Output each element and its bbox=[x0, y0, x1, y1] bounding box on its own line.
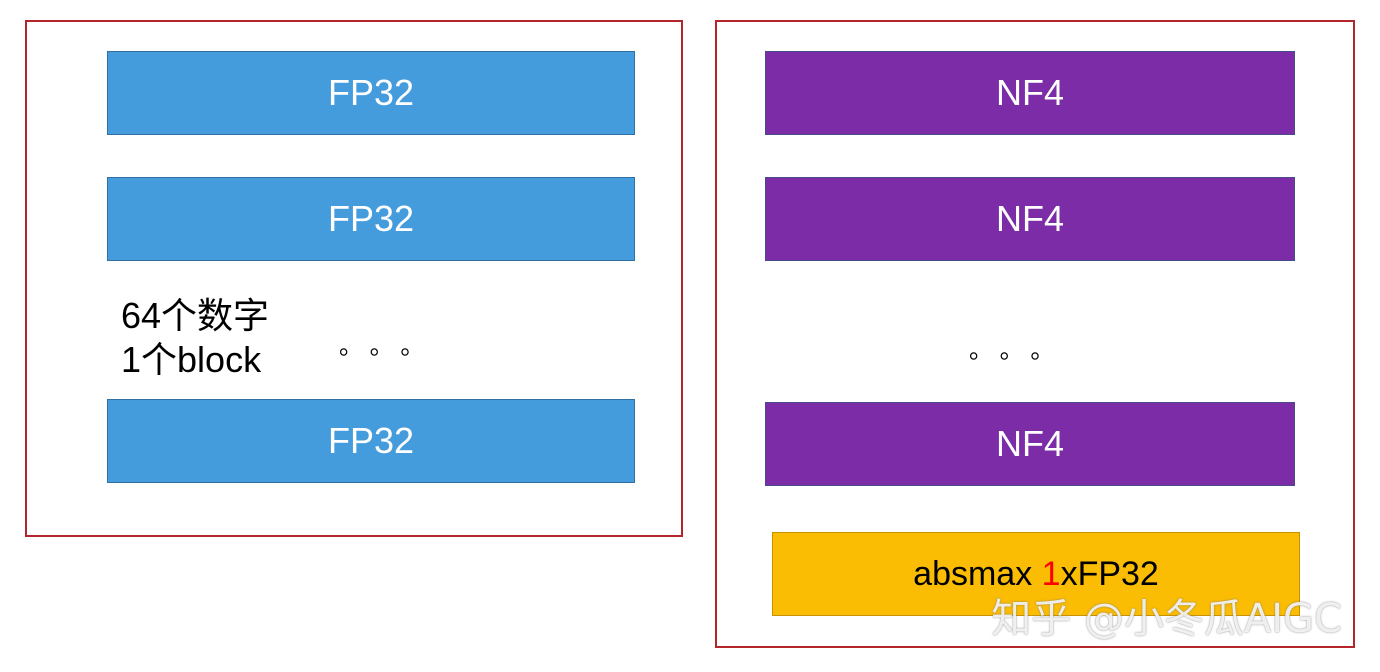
nf4-block-2-label: NF4 bbox=[995, 198, 1064, 239]
nf4-block-1-label: NF4 bbox=[995, 72, 1064, 113]
zhihu-watermark: 知乎 @小冬瓜AIGC bbox=[991, 596, 1342, 642]
nf4-block-3-label: NF4 bbox=[995, 423, 1064, 464]
absmax-prefix: absmax bbox=[913, 554, 1042, 593]
fp32-block-3-label: FP32 bbox=[327, 420, 415, 461]
nf4-block-3: NF4 bbox=[765, 402, 1295, 486]
nf4-block-1: NF4 bbox=[765, 51, 1295, 135]
block-size-note-line2: 1个block bbox=[121, 339, 262, 380]
fp32-panel: FP32 FP32 64个数字 1个block 。 。 。 FP32 bbox=[25, 20, 683, 537]
absmax-count-highlight: 1 bbox=[1041, 554, 1061, 593]
block-size-note-line1: 64个数字 bbox=[121, 295, 270, 336]
nf4-block-2: NF4 bbox=[765, 177, 1295, 261]
block-size-note: 64个数字 1个block bbox=[121, 294, 269, 382]
absmax-suffix: xFP32 bbox=[1060, 554, 1159, 593]
fp32-block-2: FP32 bbox=[107, 177, 635, 261]
fp32-block-3: FP32 bbox=[107, 399, 635, 483]
fp32-block-1: FP32 bbox=[107, 51, 635, 135]
left-ellipsis-dots: 。 。 。 bbox=[339, 333, 425, 360]
fp32-block-2-label: FP32 bbox=[327, 198, 415, 239]
right-ellipsis-dots: 。 。 。 bbox=[969, 337, 1055, 364]
fp32-block-1-label: FP32 bbox=[327, 72, 415, 113]
